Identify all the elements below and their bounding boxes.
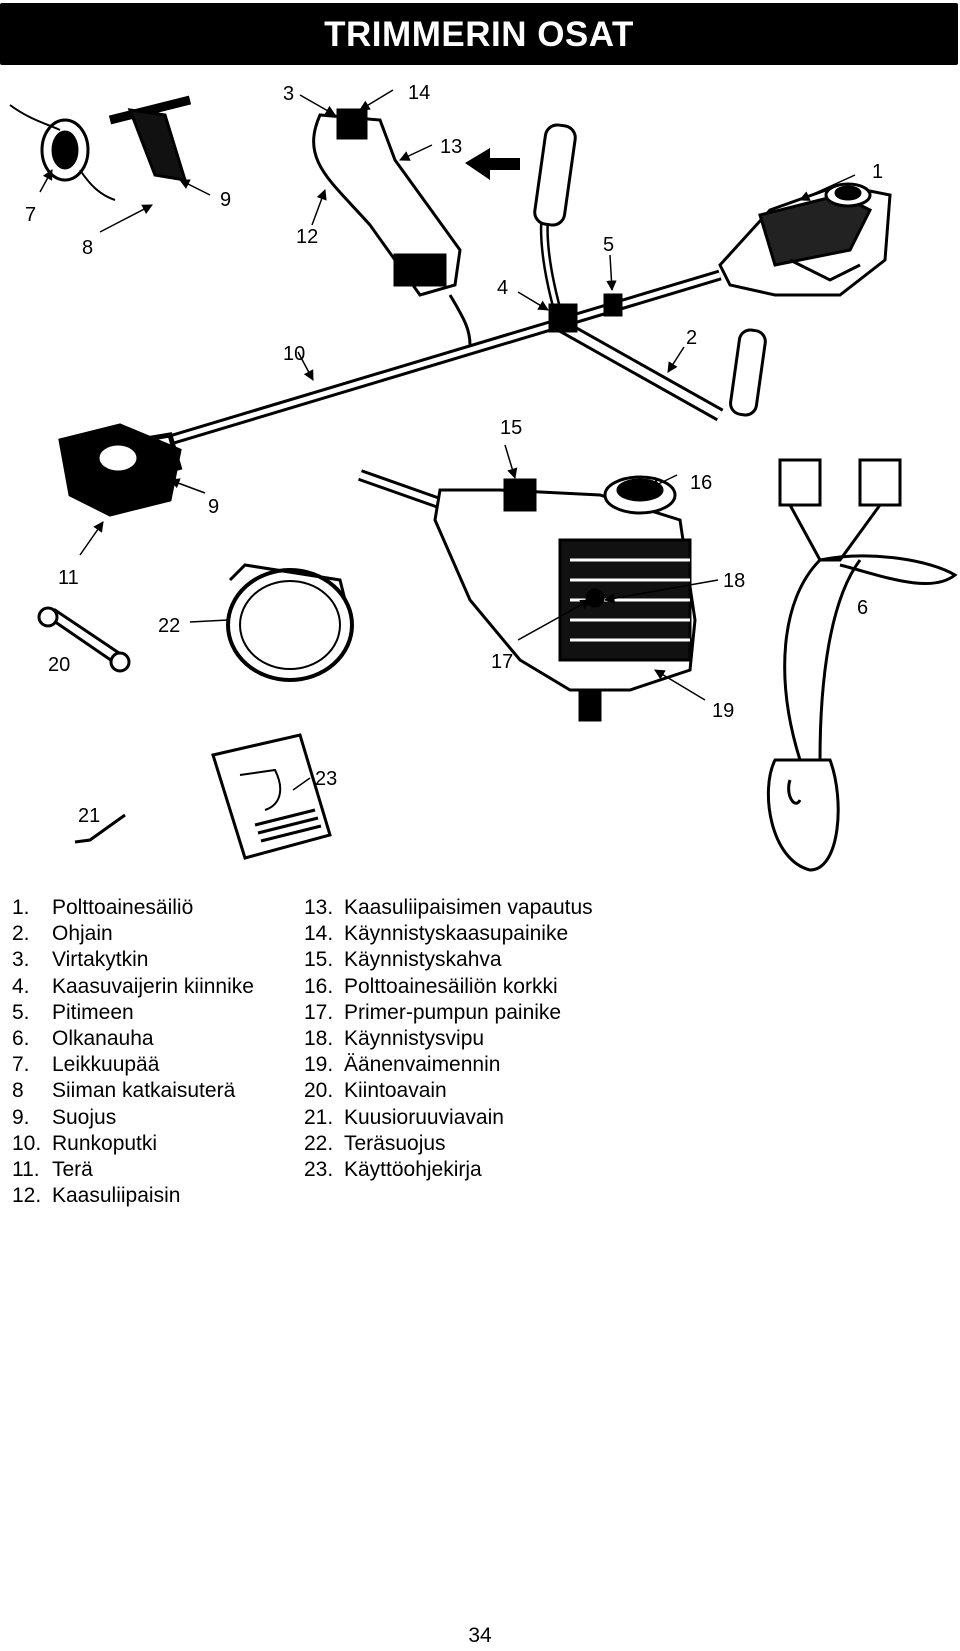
callout-6: 6 [857,597,868,619]
callout-15: 15 [500,417,522,439]
legend-item: 1.Polttoainesäiliö [12,896,194,919]
shoulder-strap [766,458,958,872]
legend-item: 12.Kaasuliipaisin [12,1184,181,1208]
callout-21: 21 [78,805,100,827]
legend-item: 20.Kiintoavain [304,1079,447,1103]
callout-20: 20 [48,654,70,676]
legend-item: 7.Leikkuupää [12,1053,160,1077]
callout-13: 13 [440,136,462,158]
handlebar [533,123,767,422]
legend-item: 2.Ohjain [12,922,113,946]
throttle-handle [312,108,472,346]
legend-item: 22.Teräsuojus [304,1131,446,1155]
callout-17: 17 [491,651,513,673]
leader-lines [39,89,856,791]
legend-item: 19.Äänenvaimennin [304,1053,501,1077]
legend-item: 10.Runkoputki [12,1131,158,1155]
legend-item: 6.Olkanauha [12,1027,154,1051]
legend-item: 15.Käynnistyskahva [304,948,502,972]
legend-item: 3.Virtakytkin [12,948,149,972]
parts-legend-left: 1.Polttoainesäiliö 2.Ohjain 3.Virtakytki… [12,895,254,1209]
callout-11: 11 [58,567,79,589]
legend-item: 9.Suojus [12,1105,117,1129]
callout-10: 10 [283,343,305,365]
legend-item: 17.Primer-pumpun painike [304,1000,562,1024]
callout-19: 19 [712,700,734,722]
page-title: TRIMMERIN OSAT [324,15,634,54]
callout-5: 5 [603,234,614,256]
trimmer-parts-diagram: 1 2 3 4 5 6 7 8 9 10 9 11 12 13 14 15 16… [9,82,958,872]
engine-unit [718,182,892,297]
callout-18: 18 [723,570,745,592]
callout-8: 8 [82,237,93,259]
engine-detail [358,469,697,722]
legend-item: 21.Kuusioruuviavain [304,1105,504,1129]
callout-7: 7 [25,204,36,226]
legend-item: 4.Kaasuvaijerin kiinnike [12,974,254,998]
blade-head-assembly [58,423,183,517]
legend-item: 11.Terä [12,1158,93,1182]
operator-manual [211,733,332,860]
callout-9b: 9 [208,496,219,518]
callout-1: 1 [872,161,883,183]
legend-item: 18.Käynnistysvipu [304,1027,485,1051]
callout-2: 2 [686,327,697,349]
drive-shaft [168,269,722,446]
callout-23: 23 [315,768,337,790]
legend-item: 23.Käyttöohjekirja [304,1158,482,1182]
parts-legend-right: 13.Kaasuliipaisimen vapautus 14.Käynnist… [304,895,593,1183]
callout-16: 16 [690,472,712,494]
wrench [37,606,131,673]
blade-guard [226,563,354,682]
callout-14: 14 [408,82,430,104]
callout-4: 4 [497,277,508,299]
callout-9a: 9 [220,189,231,211]
callout-3: 3 [283,83,294,105]
legend-item: 14.Käynnistyskaasupainike [304,922,569,946]
callout-12: 12 [296,226,318,248]
callout-22: 22 [158,615,180,637]
legend-item: 13.Kaasuliipaisimen vapautus [304,896,593,919]
legend-item: 16.Polttoainesäiliön korkki [304,974,558,998]
hex-key [74,813,126,844]
line-head-assembly [9,95,192,201]
direction-arrow [465,148,520,180]
title-bar: TRIMMERIN OSAT [0,3,958,65]
legend-item: 5.Pitimeen [12,1000,134,1024]
page-number: 34 [468,1624,492,1647]
